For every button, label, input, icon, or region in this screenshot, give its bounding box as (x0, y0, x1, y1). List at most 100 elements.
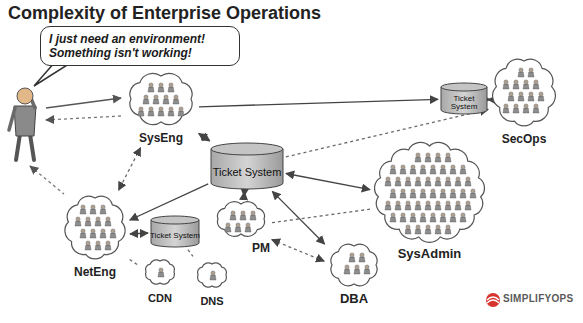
team-member (230, 211, 236, 220)
team-member (405, 201, 411, 210)
team-member (415, 225, 421, 234)
member-body (405, 229, 411, 234)
team-member (410, 213, 416, 222)
connector (286, 174, 370, 190)
member-body (430, 193, 436, 198)
team-member (470, 189, 476, 198)
member-body (105, 245, 111, 250)
team-member (445, 153, 451, 162)
member-head (391, 165, 395, 169)
logo-text: SIMPLIFYOPS (503, 293, 574, 304)
member-head (426, 225, 430, 229)
member-head (401, 165, 405, 169)
request-arrow (30, 166, 64, 194)
team-member (440, 165, 446, 174)
member-head (514, 104, 518, 108)
member-head (211, 271, 215, 275)
database-label: Ticket System (440, 95, 488, 112)
connector (130, 184, 208, 220)
member-head (446, 201, 450, 205)
member-head (411, 165, 415, 169)
member-head (391, 213, 395, 217)
member-head (96, 241, 100, 245)
member-head (365, 265, 369, 269)
logo-swirl (487, 300, 499, 303)
member-body (508, 96, 514, 101)
team-member (95, 217, 101, 226)
team-member (455, 177, 461, 186)
member-body (168, 111, 174, 116)
member-body (470, 193, 476, 198)
ticket-database: Ticket System (440, 82, 488, 115)
team-member (178, 107, 184, 116)
member-head (406, 201, 410, 205)
member-head (539, 92, 543, 96)
member-body (250, 215, 256, 220)
team-member (533, 104, 539, 113)
member-body (445, 157, 451, 162)
member-body (523, 84, 529, 89)
member-body (425, 157, 431, 162)
member-body (354, 269, 360, 274)
member-head (149, 107, 153, 111)
speech-bubble: I just need an environment! Something is… (40, 26, 240, 66)
member-head (106, 241, 110, 245)
member-body (445, 229, 451, 234)
member-body (410, 217, 416, 222)
member-head (451, 189, 455, 193)
team-member (420, 165, 426, 174)
team-member (75, 217, 81, 226)
member-head (446, 177, 450, 181)
member-body (405, 205, 411, 210)
member-body (435, 229, 441, 234)
member-head (396, 201, 400, 205)
member-head (86, 241, 90, 245)
member-body (100, 209, 106, 214)
member-body (533, 108, 539, 113)
member-head (436, 225, 440, 229)
cloud-outline (212, 198, 270, 240)
member-head (231, 211, 235, 215)
member-body (435, 205, 441, 210)
team-member (430, 189, 436, 198)
team-cloud: NetEng (62, 192, 128, 280)
team-member (95, 241, 101, 250)
member-body (445, 181, 451, 186)
team-member (110, 229, 116, 238)
team-member (415, 153, 421, 162)
member-head (164, 95, 168, 99)
team-member (105, 217, 111, 226)
team-cloud: SysEng (125, 70, 197, 146)
member-head (355, 265, 359, 269)
member-head (421, 189, 425, 193)
team-member (395, 177, 401, 186)
member-body (465, 181, 471, 186)
cloud-shape (130, 73, 192, 124)
cloud-shape (331, 244, 377, 286)
team-member (235, 223, 241, 232)
team-member (158, 268, 164, 277)
team-label: CDN (148, 292, 172, 305)
member-body (400, 193, 406, 198)
team-member (445, 201, 451, 210)
team-member (450, 165, 456, 174)
member-body (349, 257, 355, 262)
member-body (80, 209, 86, 214)
ticket-database: Ticket System (150, 215, 200, 248)
team-member (528, 68, 534, 77)
member-head (471, 189, 475, 193)
team-member (445, 177, 451, 186)
member-body (415, 181, 421, 186)
member-head (446, 225, 450, 229)
team-member (425, 201, 431, 210)
member-body (538, 96, 544, 101)
team-member (420, 189, 426, 198)
team-member (390, 165, 396, 174)
member-head (401, 189, 405, 193)
team-member (518, 68, 524, 77)
team-member (435, 177, 441, 186)
member-head (426, 201, 430, 205)
team-member (445, 225, 451, 234)
member-body (460, 217, 466, 222)
